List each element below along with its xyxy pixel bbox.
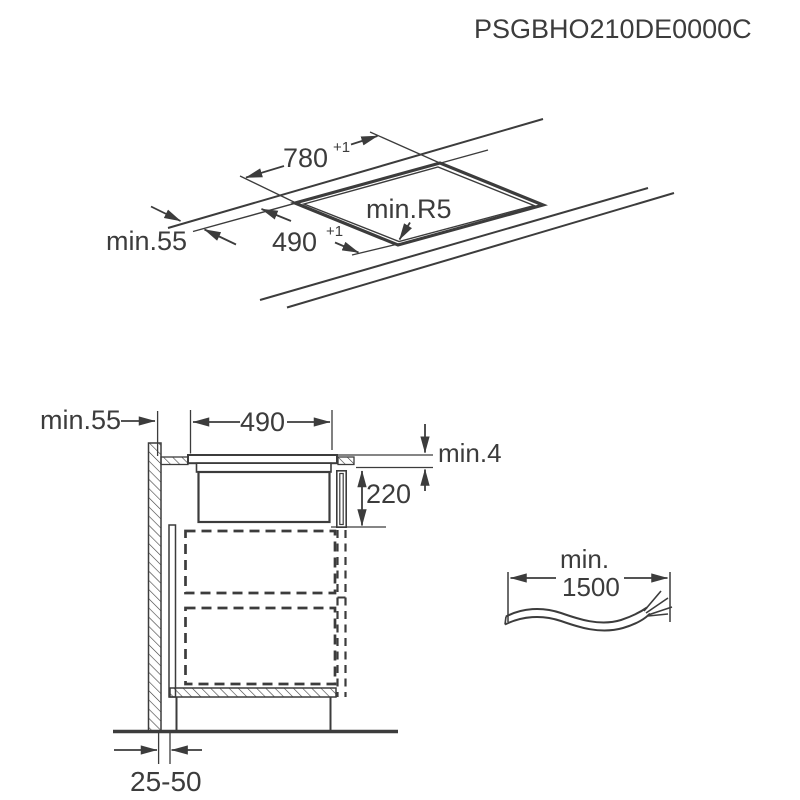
dimension-arrow [260, 208, 292, 222]
dimension-arrow [334, 241, 360, 254]
extension-line [351, 242, 401, 256]
dimension-arrow [150, 205, 182, 222]
dimension-cutout-width: 490 [189, 407, 333, 454]
dimension-depth-490: 490 +1 [260, 208, 401, 257]
cable-wire-strands [643, 590, 673, 617]
dimension-top-clearance: min.4 [338, 424, 502, 491]
extension-line [369, 131, 443, 165]
build-in-depth-label: 220 [366, 479, 411, 509]
rear-gap-label: 25-50 [130, 766, 202, 797]
depth-tolerance-label: +1 [326, 223, 343, 240]
cable-cut-end [504, 616, 507, 625]
width-value-label: 780 [283, 143, 328, 173]
dimension-arrow [203, 228, 237, 246]
cable-diagram: min. 1500 [504, 544, 673, 632]
cabinet-side-panel [168, 524, 177, 698]
drawer-outline-upper [184, 529, 337, 595]
dimension-arrow [350, 135, 379, 146]
extension-line [239, 175, 299, 205]
width-tolerance-label: +1 [333, 139, 350, 156]
dimension-wall-clearance: min.55 [40, 405, 159, 456]
worktop-front-edge-top [259, 187, 649, 301]
drawer-outline-lower [184, 606, 337, 686]
top-view: 780 +1 490 +1 min.55 min.R5 [106, 118, 675, 309]
dimension-arrow [398, 222, 413, 241]
dimension-rear-gap: 25-50 [114, 733, 202, 797]
wall-clearance-label: min.55 [40, 405, 121, 435]
hob-frame [195, 462, 332, 473]
cable-bottom-line [504, 612, 651, 632]
dimension-arrow [245, 165, 285, 179]
section-view: 490 min.55 min.4 220 [40, 405, 502, 797]
cutout-width-label: 490 [240, 407, 285, 437]
dimension-build-in-depth: 220 [331, 470, 411, 528]
hob-top-plate [187, 454, 338, 465]
hob-body [187, 454, 347, 528]
worktop-back-edge [167, 118, 544, 229]
cable-top-line [505, 606, 648, 624]
drawing-code: PSGBHO210DE0000C [474, 14, 752, 44]
cabinet [168, 524, 347, 731]
cutout-inner-edge [301, 166, 537, 243]
cable-length-label: 1500 [562, 572, 620, 602]
wall-hatch [147, 442, 162, 733]
depth-value-label: 490 [272, 227, 317, 257]
top-clearance-label: min.4 [438, 438, 502, 468]
edge-clearance-label: min.55 [106, 226, 187, 256]
worktop-section-right [337, 456, 355, 466]
connection-box-inner [339, 472, 344, 526]
cabinet-bottom-panel [169, 687, 337, 698]
dimension-edge-clearance: min.55 [106, 205, 237, 256]
dimension-corner-radius: min.R5 [366, 194, 452, 241]
dimension-width-780: 780 +1 [239, 131, 443, 205]
hob-casing [197, 470, 331, 524]
connection-box-outer [335, 469, 347, 528]
power-cable [504, 590, 673, 632]
worktop-section-left [160, 456, 189, 466]
cable-min-label: min. [560, 544, 609, 574]
worktop-front-edge-bottom [286, 192, 675, 309]
corner-radius-label: min.R5 [366, 194, 452, 224]
